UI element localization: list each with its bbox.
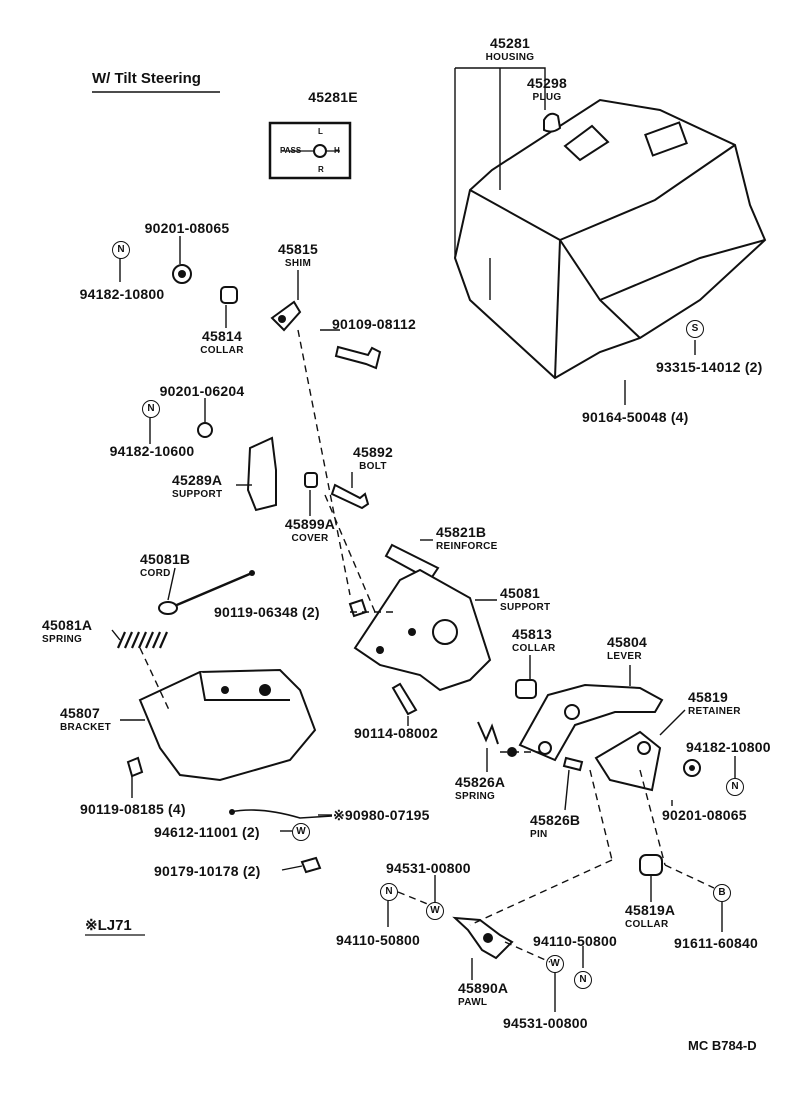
cord-45081B-drawing xyxy=(164,571,253,612)
part-label-94182-10800-a: 94182-10800 xyxy=(79,286,165,302)
part-label-94110-50800-b: 94110-50800 xyxy=(533,933,617,949)
part-label-45281E: 45281E xyxy=(308,89,358,105)
part-label-94531-00800-a: 94531-00800 xyxy=(386,860,471,876)
part-label-90980-07195: ※90980-07195 xyxy=(333,807,430,823)
plate-pass-text: PASS xyxy=(280,146,302,155)
clip-90179-10178-drawing xyxy=(300,856,322,874)
part-label-93315-14012: 93315-14012 (2) xyxy=(656,359,763,375)
part-label-90201-06204: 90201-06204 xyxy=(159,383,245,399)
badge-n-2: N xyxy=(142,400,160,418)
part-label-94531-00800-b: 94531-00800 xyxy=(503,1015,588,1031)
bolt-90109-08112-drawing xyxy=(334,345,382,370)
passenger-plate-drawing xyxy=(268,121,352,180)
badge-s-1: S xyxy=(686,320,704,338)
retainer-45819-drawing xyxy=(594,730,662,792)
part-label-90119-08185: 90119-08185 (4) xyxy=(80,801,186,817)
wire-94612-11001-drawing xyxy=(229,809,333,819)
badge-n-3: N xyxy=(726,778,744,796)
nut-90201-06204-drawing xyxy=(197,422,213,438)
part-label-90114-08002: 90114-08002 xyxy=(354,725,438,741)
support-45081-drawing xyxy=(353,568,492,692)
spring-45826A-drawing xyxy=(477,721,499,745)
housing-drawing xyxy=(453,98,767,380)
part-label-94110-50800-a: 94110-50800 xyxy=(336,932,420,948)
badge-w-3: W xyxy=(546,955,564,973)
lever-45804-drawing xyxy=(518,683,664,762)
footnote-lj71: ※LJ71 xyxy=(85,917,132,934)
badge-w-2: W xyxy=(426,902,444,920)
pin-45826B-drawing xyxy=(562,756,584,772)
part-label-90119-06348: 90119-06348 (2) xyxy=(214,604,320,620)
badge-b-1: B xyxy=(713,884,731,902)
badge-w-1: W xyxy=(292,823,310,841)
part-label-90179-10178: 90179-10178 (2) xyxy=(154,863,261,879)
plug-drawing xyxy=(543,112,562,133)
cover-45899A-drawing xyxy=(304,472,318,488)
plate-l-text: L xyxy=(318,127,323,136)
part-label-94612-11001: 94612-11001 (2) xyxy=(154,824,260,840)
collar-45814-drawing xyxy=(220,286,238,304)
part-label-90109-08112: 90109-08112 xyxy=(332,316,416,332)
spring-45081A-drawing xyxy=(116,631,169,649)
part-label-94182-10800-b: 94182-10800 xyxy=(686,739,771,755)
bolt-90114-08002-drawing xyxy=(391,682,418,716)
support-45289A-drawing xyxy=(246,436,277,512)
badge-n-5: N xyxy=(574,971,592,989)
part-label-90164-50048: 90164-50048 (4) xyxy=(582,409,689,425)
badge-n-1: N xyxy=(112,241,130,259)
plate-h-text: H xyxy=(334,146,340,155)
bolt-90119-08185-drawing xyxy=(126,756,144,778)
variant-title: W/ Tilt Steering xyxy=(92,70,201,87)
collar-45819A-drawing xyxy=(639,854,663,876)
plate-r-text: R xyxy=(318,165,324,174)
badge-n-4: N xyxy=(380,883,398,901)
shim-45815-drawing xyxy=(270,300,302,332)
nut-90119-06348-drawing xyxy=(348,598,368,618)
collar-45813-drawing xyxy=(515,679,537,699)
bolt-45892-drawing xyxy=(330,483,370,510)
part-label-90201-08065-a: 90201-08065 xyxy=(144,220,230,236)
part-label-94182-10600: 94182-10600 xyxy=(109,443,195,459)
part-label-90201-08065-b: 90201-08065 xyxy=(662,807,747,823)
part-label-91611-60840: 91611-60840 xyxy=(674,935,758,951)
diagram-code: MC B784-D xyxy=(688,1038,757,1053)
